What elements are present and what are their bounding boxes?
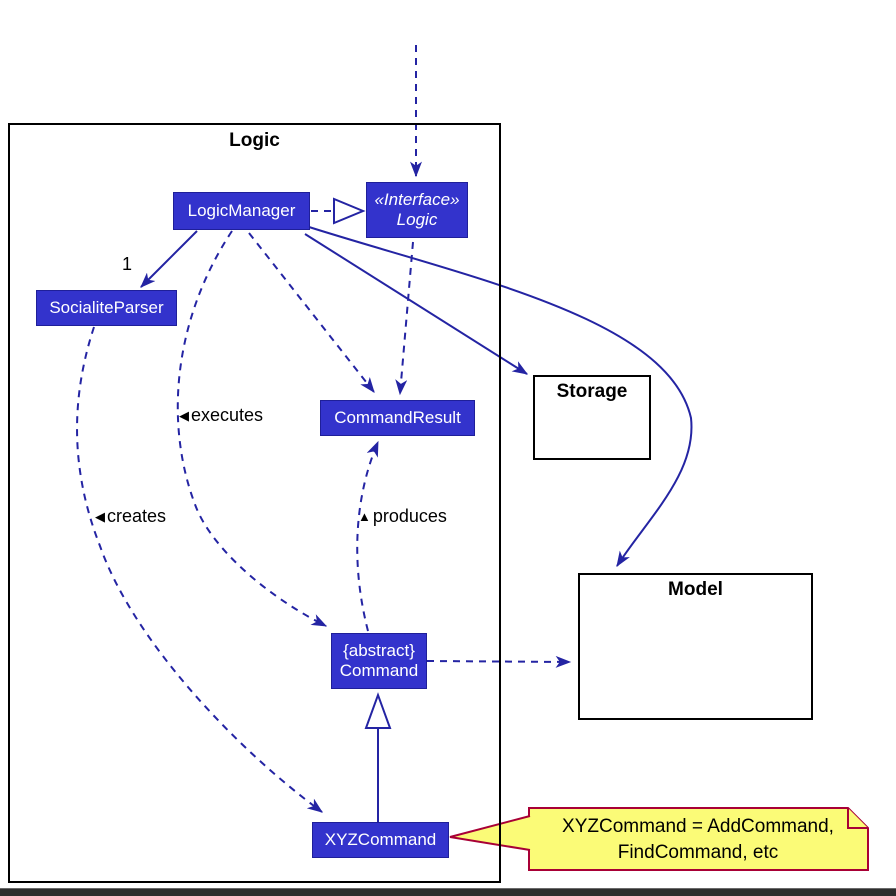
note-content: XYZCommand = AddCommand, FindCommand, et… (532, 814, 864, 866)
component-title: Model (668, 579, 723, 600)
class-label: LogicManager (187, 201, 296, 221)
class-box-commandresult: CommandResult (320, 400, 475, 436)
class-label: Logic (396, 210, 438, 229)
dependency-arrow-executes (176, 230, 328, 627)
label-produces: ▲produces (358, 506, 447, 527)
note-fold-icon (847, 808, 868, 829)
class-label: XYZCommand (324, 830, 437, 850)
up-pointing-triangle-icon: ▲ (358, 509, 373, 524)
left-pointing-triangle-icon: ◀ (95, 509, 107, 524)
logic-frame: Logic (8, 123, 501, 883)
abstract-stereotype: {abstract} (343, 641, 415, 661)
generalization-triangle-icon (364, 692, 392, 729)
class-box-xyzcommand: XYZCommand (312, 822, 449, 858)
class-box-command: {abstract} Command (331, 633, 427, 689)
dependency-arrow-creates (76, 326, 323, 813)
note-box (528, 807, 869, 871)
class-label: CommandResult (334, 408, 461, 428)
note-line: XYZCommand = AddCommand, (562, 816, 834, 837)
multiplicity-label: 1 (122, 254, 133, 274)
label-text: produces (372, 506, 447, 526)
label-text: creates (107, 506, 167, 526)
label-creates: ◀creates (95, 506, 166, 527)
class-box-socialiteparser: SocialiteParser (36, 290, 177, 326)
label-text: executes (191, 405, 264, 425)
label-executes: ◀executes (179, 405, 263, 426)
note-line: FindCommand, etc (617, 842, 779, 863)
window-bottom-bar (0, 888, 896, 896)
class-box-logic-interface: «Interface» Logic (366, 182, 468, 238)
left-pointing-triangle-icon: ◀ (179, 408, 191, 423)
component-box-model: Model (578, 573, 813, 720)
association-arrow-storage (304, 233, 529, 375)
frame-title: Logic (229, 130, 280, 151)
association-arrow-socialiteparser (140, 230, 198, 288)
dependency-arrow-command-model (426, 655, 572, 668)
realization-triangle-icon (333, 197, 366, 225)
dependency-arrow-produces (356, 440, 379, 632)
class-label: Command (339, 661, 419, 680)
interface-stereotype: «Interface» (374, 190, 460, 210)
component-box-storage: Storage (533, 375, 651, 460)
note-callout-pointer (449, 815, 531, 851)
association-arrow-model (308, 226, 693, 568)
class-box-logicmanager: LogicManager (173, 192, 310, 230)
class-label: SocialiteParser (49, 298, 164, 318)
component-title: Storage (556, 381, 628, 402)
